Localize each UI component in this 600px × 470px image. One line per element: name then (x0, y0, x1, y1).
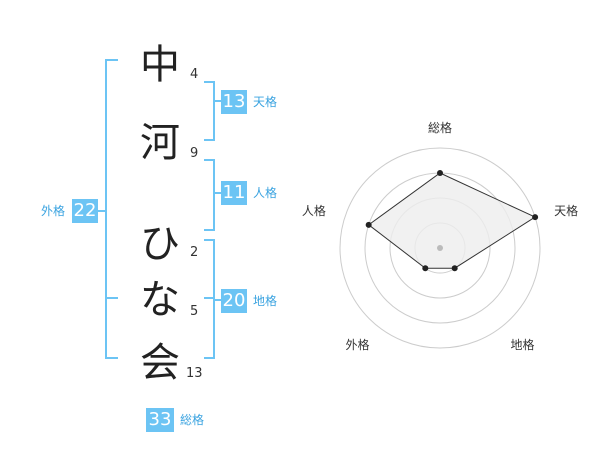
radar-point-1 (437, 170, 443, 176)
jinkaku-label: 人格 (253, 186, 278, 200)
name-char-4: な (140, 277, 180, 323)
tenkaku-value-badge: 13 (221, 90, 247, 114)
jinkaku-value-badge: 11 (221, 181, 247, 205)
stroke-count-3: 2 (190, 245, 199, 260)
radar-point-2 (532, 214, 539, 221)
stroke-count-2: 9 (190, 146, 199, 161)
radar-axis-label-1: 総格 (428, 120, 452, 135)
radar-data-area (367, 172, 537, 269)
tenkaku-label: 天格 (253, 95, 278, 109)
radar-center-dot (437, 245, 443, 251)
radar-axis-label-4: 外格 (345, 337, 369, 352)
stroke-count-5: 13 (186, 366, 203, 381)
name-char-2: 河 (140, 120, 180, 166)
radar-point-3 (451, 265, 458, 272)
stroke-count-1: 4 (190, 67, 199, 82)
stroke-count-4: 5 (190, 304, 199, 319)
gaikaku-bracket (105, 59, 118, 359)
tenkaku-bracket (204, 81, 215, 141)
soukaku-label: 総格 (180, 413, 205, 427)
radar-point-5 (365, 221, 372, 228)
radar-grid-ring-4 (339, 147, 541, 349)
chikaku-value-badge: 20 (221, 289, 247, 313)
chikaku-label: 地格 (253, 294, 278, 308)
radar-axis-label-3: 地格 (511, 337, 535, 352)
radar-axis-label-2: 天格 (554, 203, 578, 218)
soukaku-value-badge: 33 (146, 408, 174, 432)
jinkaku-bracket (204, 159, 215, 231)
gaikaku-value-badge: 22 (72, 199, 98, 223)
radar-point-4 (422, 265, 429, 272)
name-char-5: 会 (140, 340, 180, 386)
gaikaku-label: 外格 (41, 204, 66, 218)
name-char-3: ひ (140, 221, 180, 267)
name-char-1: 中 (140, 42, 180, 88)
radar-axis-label-5: 人格 (302, 203, 326, 218)
